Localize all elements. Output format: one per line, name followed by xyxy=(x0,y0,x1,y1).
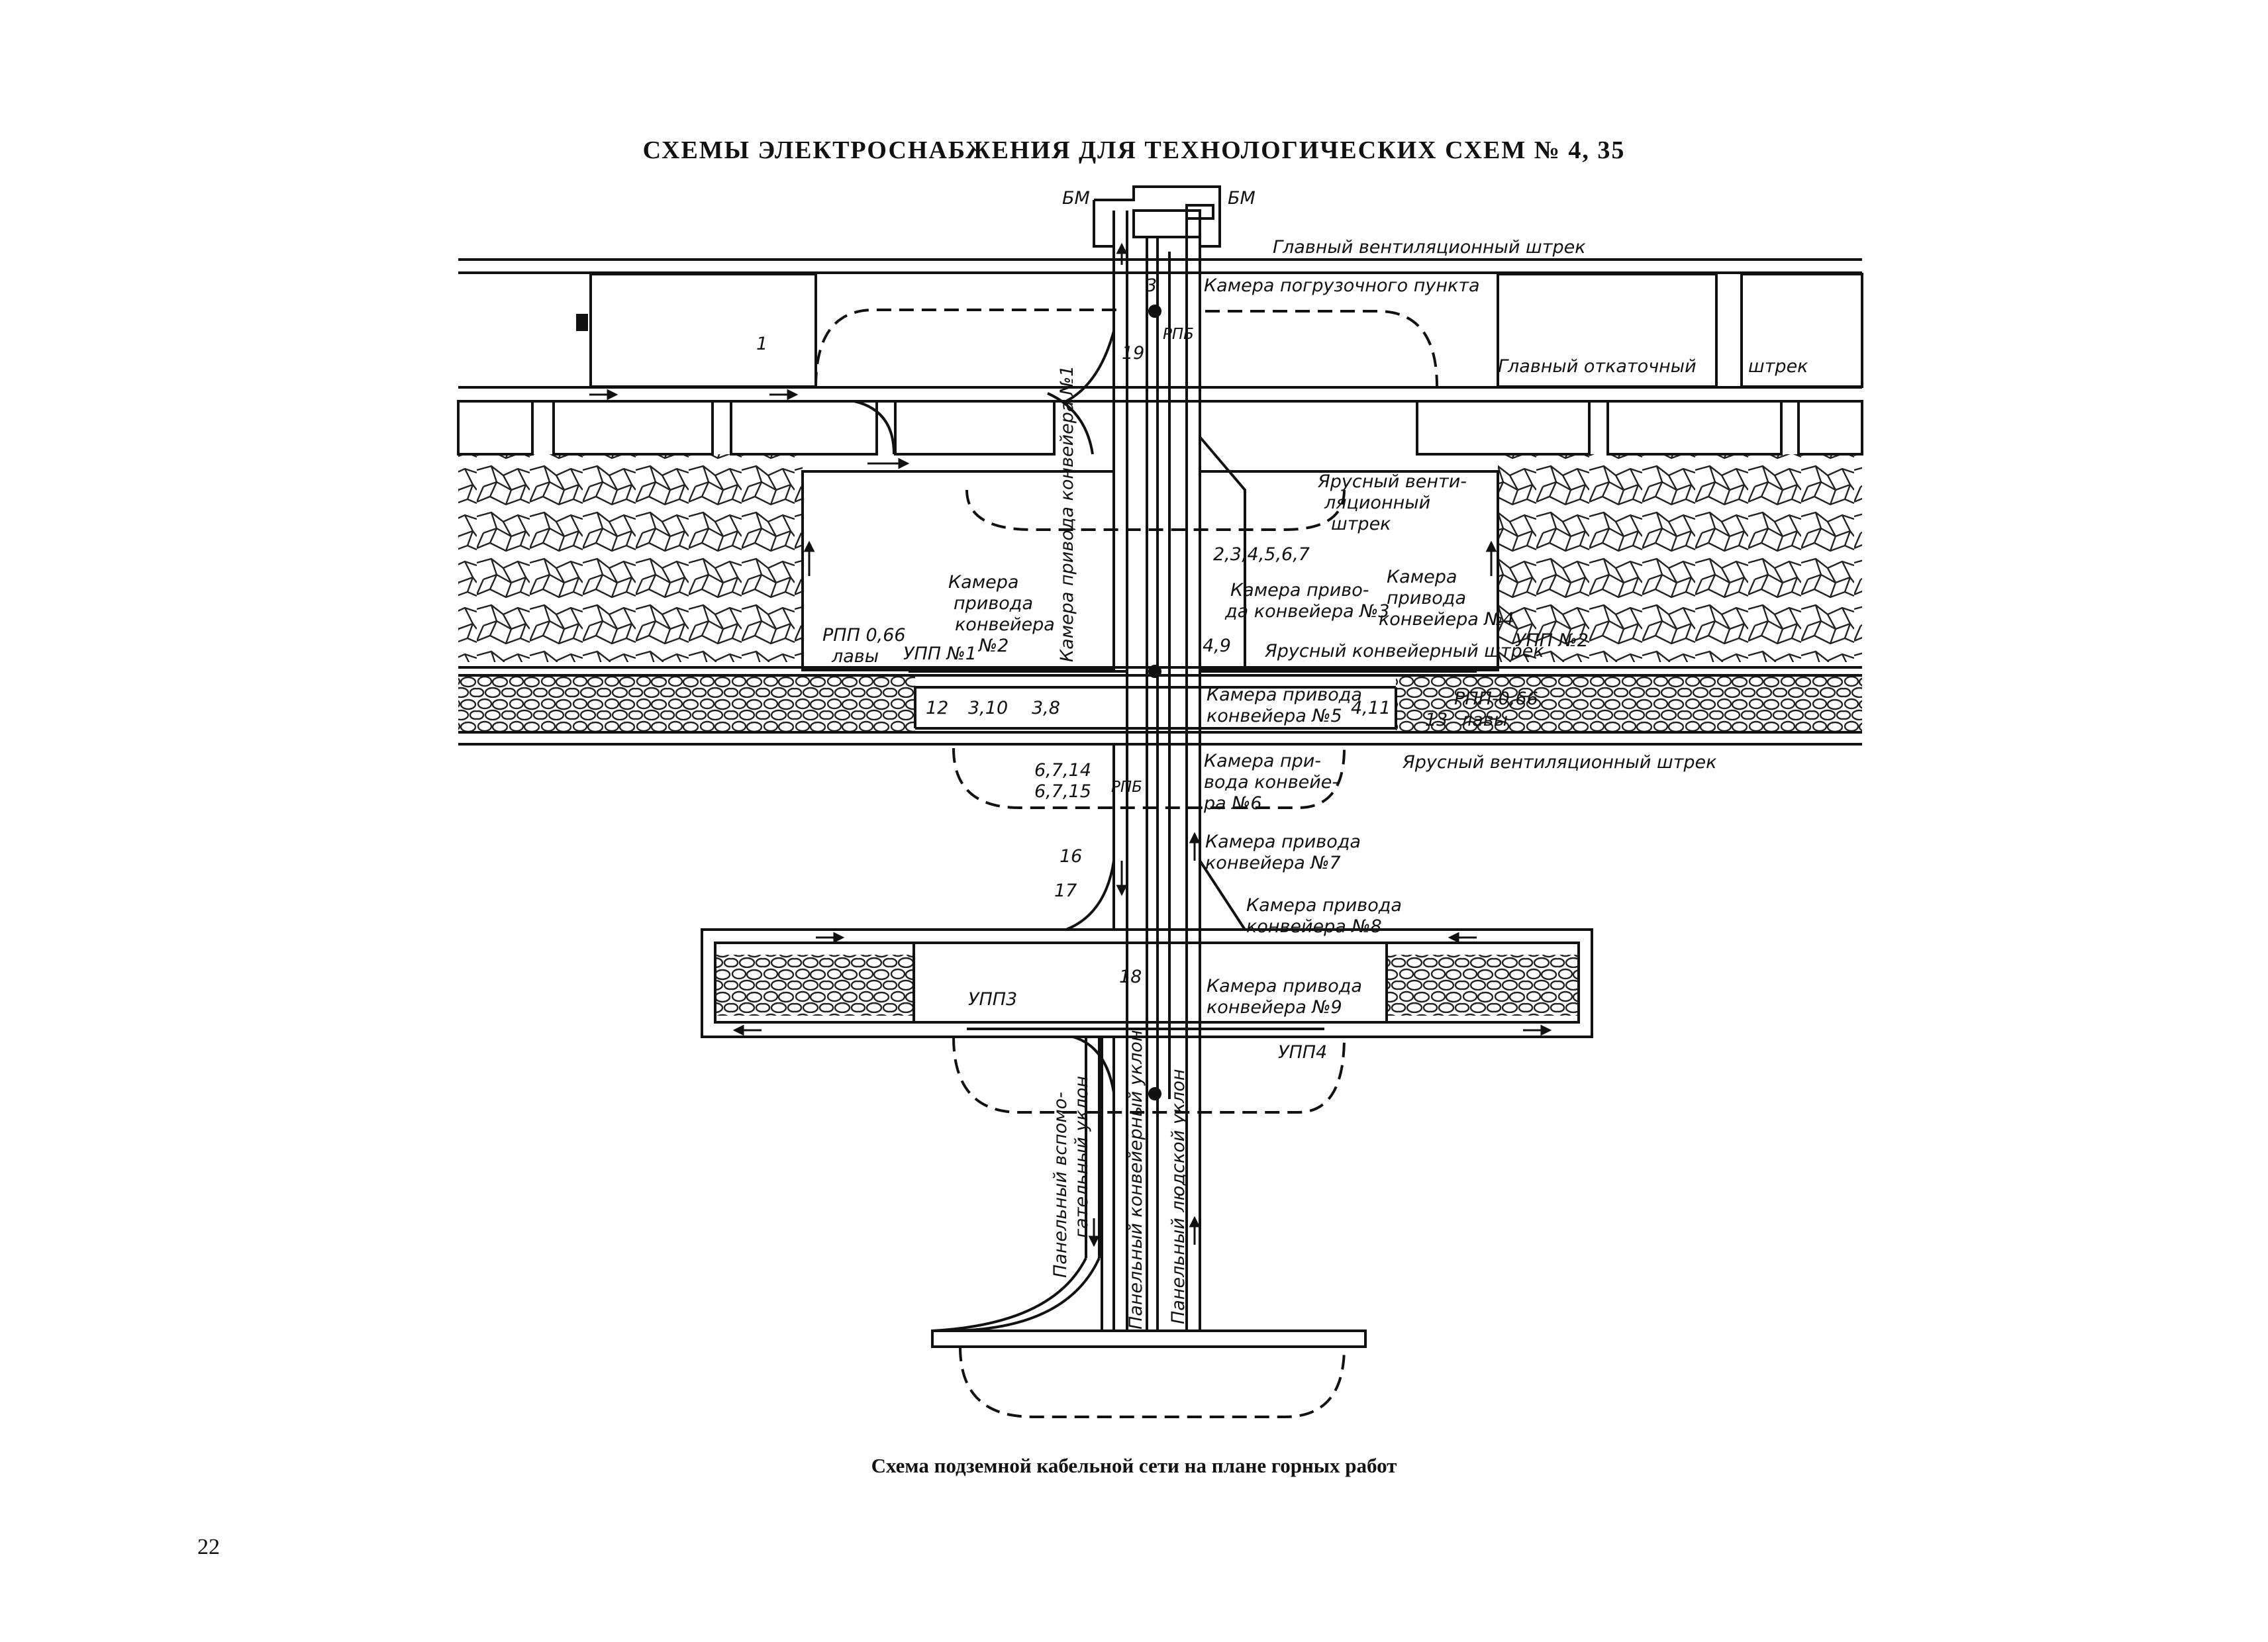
pebble-zone-left xyxy=(458,677,915,731)
rock-zone-left-upper xyxy=(458,454,803,662)
label-panel-people: Панельный людской уклон xyxy=(1168,1069,1189,1324)
label-main-haulage-drift: Главный откаточный xyxy=(1498,356,1697,377)
label-tier-vent-lower: Ярусный вентиляционный штрек xyxy=(1402,752,1717,773)
label-tier-vent-right-1: Ярусный венти- xyxy=(1317,471,1467,492)
label-cables-2-7: 2,3,4,5,6,7 xyxy=(1213,544,1310,565)
label-cam9-1: Камера привода xyxy=(1207,976,1362,996)
label-n16: 16 xyxy=(1060,846,1082,867)
rock-zone-right-upper xyxy=(1498,454,1862,662)
label-cam8-1: Камера привода xyxy=(1246,895,1402,916)
label-upp4: УПП4 xyxy=(1278,1042,1327,1063)
label-cam3-2: да конвейера №3 xyxy=(1224,601,1389,622)
label-panel-conv: Панельный конвейерный уклон xyxy=(1126,1030,1146,1329)
label-cam2-3: конвейера xyxy=(955,614,1055,635)
airflow-arrows xyxy=(589,242,1552,1247)
label-tier-vent-right-2: ляционный xyxy=(1324,493,1430,513)
rock-zones xyxy=(458,454,1862,1016)
label-panel-aux-1: Панельный вспомо- xyxy=(1050,1092,1071,1278)
label-upp2: УПП №2 xyxy=(1515,630,1589,651)
label-loading-chamber: Камера погрузочного пункта xyxy=(1204,275,1480,296)
page-number: 22 xyxy=(197,1535,220,1559)
label-upp3: УПП3 xyxy=(968,989,1017,1010)
label-rpp-left-2: лавы xyxy=(831,646,879,667)
label-n17: 17 xyxy=(1054,881,1077,901)
label-n3: 3 xyxy=(1146,275,1157,296)
pebble-zone-right xyxy=(1396,677,1862,731)
label-cam5-1: Камера привода xyxy=(1207,685,1362,705)
label-cam8-2: конвейера №8 xyxy=(1246,916,1382,937)
label-n13: 13 xyxy=(1425,710,1448,730)
label-bm-right: БМ xyxy=(1228,188,1256,209)
label-rpb-mid: РПБ xyxy=(1111,779,1142,796)
label-tier-conveyor: Ярусный конвейерный штрек xyxy=(1264,641,1544,661)
label-cam4-3: конвейера №4 xyxy=(1379,609,1514,630)
label-cam2-4: №2 xyxy=(977,636,1009,656)
label-panel-aux-2: гательный уклон xyxy=(1071,1076,1092,1238)
figure-caption: Схема подземной кабельной сети на плане … xyxy=(871,1454,1397,1477)
label-n12: 12 xyxy=(926,698,948,718)
label-tier-vent-right-3: штрек xyxy=(1331,514,1391,534)
label-n49: 4,9 xyxy=(1203,636,1231,656)
label-n6714: 6,7,14 xyxy=(1034,760,1091,781)
label-rpp-right-2: лавы xyxy=(1460,710,1508,730)
label-cam6-1: Камера при- xyxy=(1204,751,1321,771)
label-cam5-2: конвейера №5 xyxy=(1207,706,1342,726)
label-n411: 4,11 xyxy=(1351,698,1391,718)
label-cam3-1: Камера приво- xyxy=(1230,580,1369,601)
label-n310: 3,10 xyxy=(968,698,1008,718)
label-cam7-2: конвейера №7 xyxy=(1205,853,1341,873)
label-cam7-1: Камера привода xyxy=(1205,832,1361,852)
label-cam6-3: ра №6 xyxy=(1203,793,1262,814)
label-n38: 3,8 xyxy=(1032,698,1060,718)
label-rpp-right-1: РПП-0,66 xyxy=(1454,689,1538,709)
label-cam2-2: привода xyxy=(954,593,1033,614)
label-cam9-2: конвейера №9 xyxy=(1207,997,1342,1018)
pebble-zone-panel-left xyxy=(715,955,914,1016)
label-n19: 19 xyxy=(1122,343,1144,363)
cable-dashed-routes xyxy=(814,309,1438,1418)
diagram-labels: БМ БМ Главный вентиляционный штрек Камер… xyxy=(756,188,1808,1329)
label-cam4-1: Камера xyxy=(1387,567,1457,587)
label-rpp-left-1: РПП 0,66 xyxy=(822,625,906,646)
label-main-vent-drift: Главный вентиляционный штрек xyxy=(1273,237,1586,258)
label-cam6-2: вода конвейе- xyxy=(1204,772,1338,793)
label-cam4-2: привода xyxy=(1387,588,1466,608)
label-n1: 1 xyxy=(756,334,767,354)
cable-lines xyxy=(909,238,1477,1331)
label-main-haulage-drift-2: штрек xyxy=(1748,356,1808,377)
label-cam1: Камера привода конвейера №1 xyxy=(1057,365,1077,662)
label-rpb-top: РПБ xyxy=(1163,326,1194,343)
label-upp1: УПП №1 xyxy=(903,644,977,664)
page-title: СХЕМЫ ЭЛЕКТРОСНАБЖЕНИЯ ДЛЯ ТЕХНОЛОГИЧЕСК… xyxy=(642,136,1626,164)
label-bm-left: БМ xyxy=(1062,188,1090,209)
label-n18: 18 xyxy=(1119,967,1142,987)
pebble-zone-panel-right xyxy=(1387,955,1579,1016)
label-cam2-1: Камера xyxy=(948,572,1018,593)
label-n6715: 6,7,15 xyxy=(1034,781,1091,802)
